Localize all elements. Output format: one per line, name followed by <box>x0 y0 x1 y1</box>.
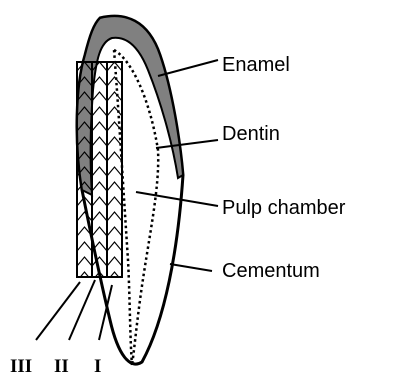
enamel-label: Enamel <box>222 54 290 76</box>
section-two-label: II <box>54 356 69 377</box>
section-three-label: III <box>10 356 32 377</box>
section-one-label: I <box>94 356 101 377</box>
enamel-leader <box>158 60 218 76</box>
pulp-chamber-label: Pulp chamber <box>222 197 346 219</box>
cementum-label: Cementum <box>222 260 320 282</box>
section-two-leader <box>69 280 95 340</box>
cementum-leader <box>170 264 212 271</box>
hatch-chevron <box>77 242 92 251</box>
dentin-label: Dentin <box>222 123 280 145</box>
hatch-chevron <box>77 257 92 266</box>
